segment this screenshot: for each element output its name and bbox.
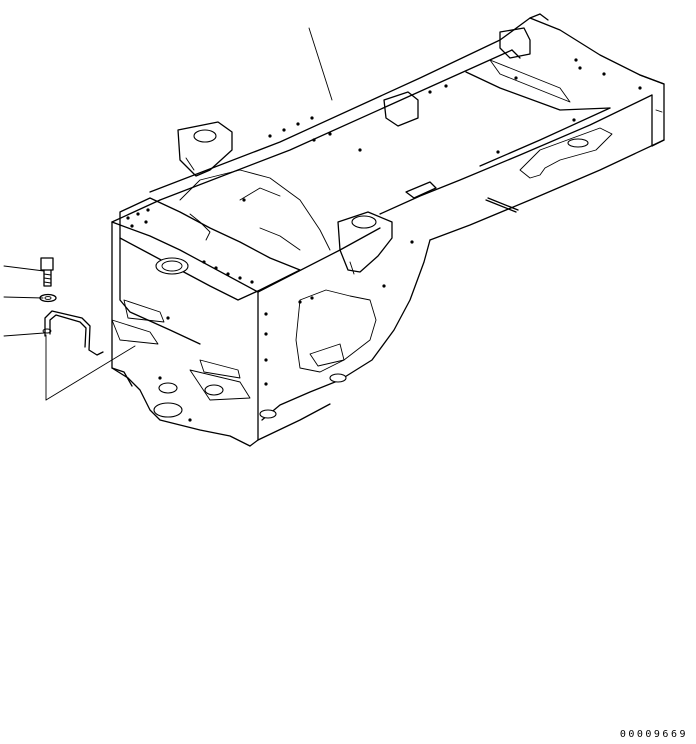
washer-part (39, 293, 57, 303)
bracket-part (42, 310, 104, 356)
bolt-holes (126, 58, 642, 422)
drawing-code: 00009669 (619, 729, 688, 740)
callout-leaders (3, 27, 333, 401)
leader-bolt (3, 265, 45, 272)
leader-diagonal (45, 345, 136, 401)
leader-frame (308, 27, 333, 101)
main-frame (111, 13, 665, 447)
leader-washer (3, 296, 44, 299)
bolt-part (40, 257, 54, 287)
leader-bracket (3, 332, 45, 337)
